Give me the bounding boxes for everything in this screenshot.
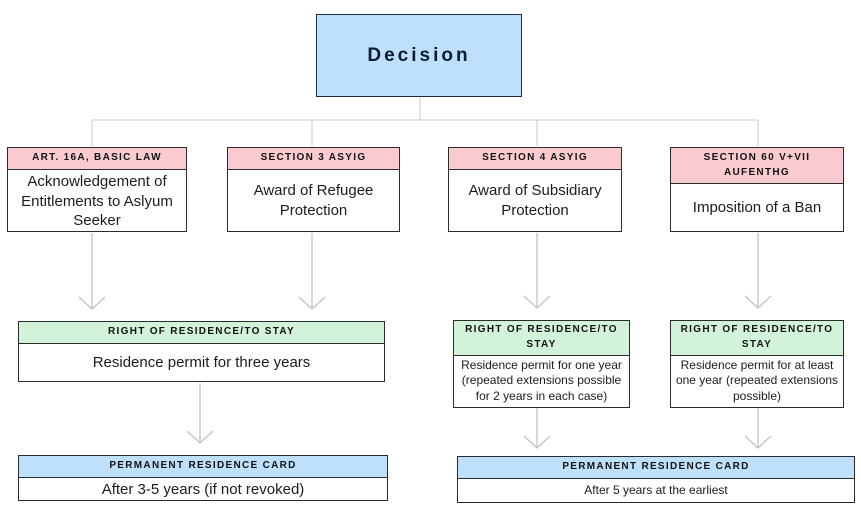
node-section-60-aufenthg: SECTION 60 V+VII AUFENTHG Imposition of …: [670, 147, 844, 232]
node-permanent-card-left: PERMANENT RESIDENCE CARD After 3-5 years…: [18, 455, 388, 501]
arrow-down-icon: [744, 408, 772, 449]
node-decision: Decision: [316, 14, 522, 97]
node-header: PERMANENT RESIDENCE CARD: [458, 457, 854, 479]
node-body: Acknowledgement of Entitlements to Aslyu…: [21, 173, 173, 229]
tree-connector-line: [91, 97, 759, 146]
node-section-4-asyig: SECTION 4 ASYIG Award of Subsidiary Prot…: [448, 147, 622, 232]
node-header: RIGHT OF RESIDENCE/TO STAY: [19, 322, 384, 344]
node-header: RIGHT OF RESIDENCE/TO STAY: [671, 321, 843, 356]
arrow-down-icon: [523, 233, 551, 309]
node-permanent-card-right: PERMANENT RESIDENCE CARD After 5 years a…: [457, 456, 855, 503]
node-residence-at-least-one-year: RIGHT OF RESIDENCE/TO STAY Residence per…: [670, 320, 844, 408]
node-body: Award of Subsidiary Protection: [468, 182, 602, 219]
node-art-16a-basic-law: ART. 16A, BASIC LAW Acknowledgement of E…: [7, 147, 187, 232]
node-body: Residence permit for one year (repeated …: [461, 357, 622, 404]
node-body: After 5 years at the earliest: [584, 482, 728, 497]
node-body: Residence permit for three years: [92, 353, 311, 371]
node-residence-one-year: RIGHT OF RESIDENCE/TO STAY Residence per…: [453, 320, 630, 408]
arrow-down-icon: [744, 233, 772, 309]
node-body: Residence permit for at least one year (…: [675, 357, 839, 404]
node-header: RIGHT OF RESIDENCE/TO STAY: [454, 321, 629, 356]
node-residence-three-years: RIGHT OF RESIDENCE/TO STAY Residence per…: [18, 321, 385, 382]
node-body: After 3-5 years (if not revoked): [101, 481, 305, 498]
node-header: SECTION 3 ASYIG: [228, 148, 399, 170]
node-header: PERMANENT RESIDENCE CARD: [19, 456, 387, 478]
arrow-down-icon: [186, 383, 214, 444]
node-header: ART. 16A, BASIC LAW: [8, 148, 186, 170]
arrow-down-icon: [523, 408, 551, 449]
node-section-3-asyig: SECTION 3 ASYIG Award of Refugee Protect…: [227, 147, 400, 232]
arrow-down-icon: [78, 233, 106, 310]
node-body: Award of Refugee Protection: [253, 182, 374, 219]
arrow-down-icon: [298, 233, 326, 310]
node-header: SECTION 60 V+VII AUFENTHG: [671, 148, 843, 184]
node-header: SECTION 4 ASYIG: [449, 148, 621, 170]
node-body: Imposition of a Ban: [692, 198, 822, 216]
